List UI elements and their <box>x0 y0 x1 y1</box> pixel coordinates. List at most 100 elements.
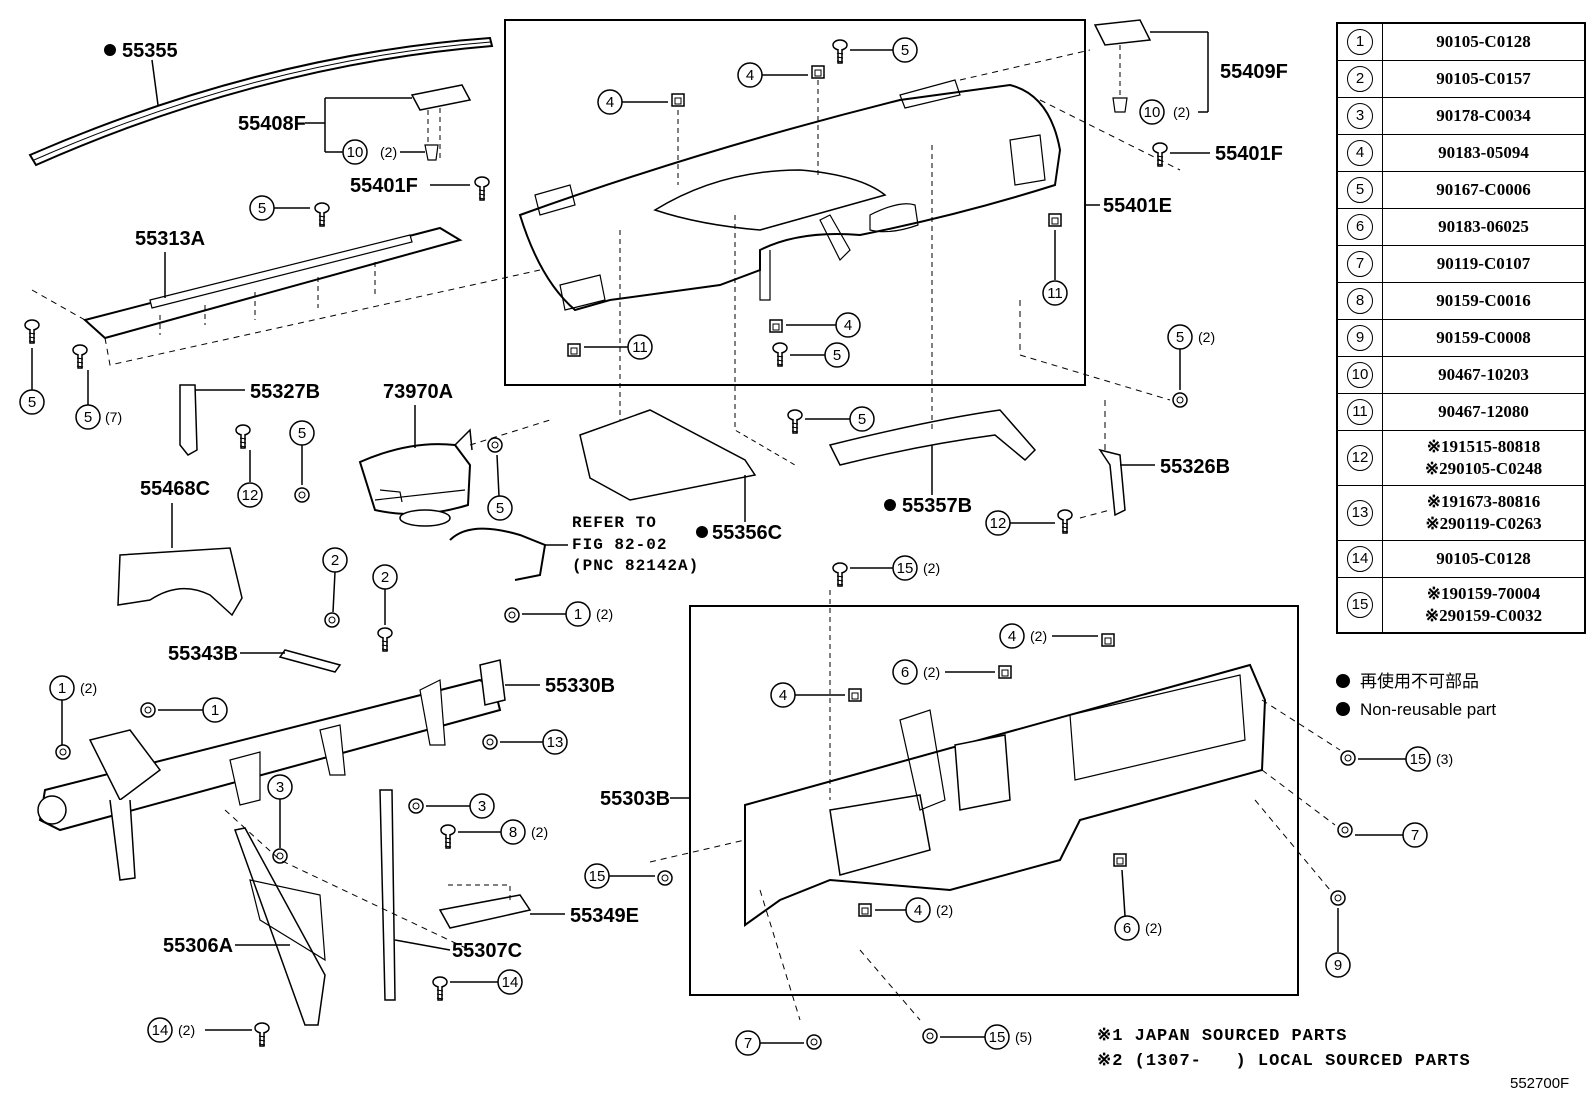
svg-text:15: 15 <box>897 560 914 577</box>
svg-text:14: 14 <box>502 974 519 991</box>
part-number-cell: ※191515-80818 ※290105-C0248 <box>1382 430 1586 486</box>
label-55401F-right: 55401F <box>1215 143 1283 165</box>
parts-row: 8 90159-C0016 <box>1336 282 1586 320</box>
svg-text:5: 5 <box>28 394 36 411</box>
part-number-cell: ※190159-70004※290159-C0032 <box>1382 577 1586 634</box>
svg-text:REFER TO: REFER TO <box>572 514 657 532</box>
label-55303B: 55303B <box>600 788 670 810</box>
svg-text:(2): (2) <box>596 606 613 622</box>
figure-code: 552700F <box>1510 1075 1570 1092</box>
svg-text:13: 13 <box>547 734 564 751</box>
svg-text:5: 5 <box>496 500 504 517</box>
part-number-cell: 90467-10203 <box>1382 356 1586 394</box>
svg-text:3: 3 <box>478 798 486 815</box>
parts-row: 3 90178-C0034 <box>1336 97 1586 135</box>
svg-text:5: 5 <box>258 200 266 217</box>
label-55357B: 55357B <box>902 495 972 517</box>
label-55327B: 55327B <box>250 381 320 403</box>
part-55327B <box>179 384 198 456</box>
part-number-cell: 90105-C0157 <box>1382 60 1586 98</box>
svg-text:15: 15 <box>989 1029 1006 1046</box>
svg-text:(2): (2) <box>1030 628 1047 644</box>
part-55468C <box>117 547 243 617</box>
svg-text:(5): (5) <box>1015 1029 1032 1045</box>
part-55313A <box>82 226 463 340</box>
legend-jp: 再使用不可部品 <box>1336 668 1496 696</box>
svg-text:(7): (7) <box>105 409 122 425</box>
legend: 再使用不可部品 Non-reusable part <box>1336 668 1496 724</box>
ref-number: 13 <box>1347 500 1373 526</box>
label-55330B: 55330B <box>545 675 615 697</box>
ref-cell: 6 <box>1336 208 1383 246</box>
svg-text:(2): (2) <box>531 824 548 840</box>
parts-row: 10 90467-10203 <box>1336 356 1586 394</box>
svg-text:5: 5 <box>298 425 306 442</box>
part-55409F <box>1093 19 1152 113</box>
part-number: 90119-C0107 <box>1436 254 1531 273</box>
svg-text:5: 5 <box>901 42 909 59</box>
label-55326B: 55326B <box>1160 456 1230 478</box>
label-55401E: 55401E <box>1103 195 1172 217</box>
svg-text:4: 4 <box>606 94 614 111</box>
part-number-cell: 90119-C0107 <box>1382 245 1586 283</box>
ref-cell: 10 <box>1336 356 1383 394</box>
svg-text:(2): (2) <box>1173 104 1190 120</box>
svg-text:(PNC 82142A): (PNC 82142A) <box>572 557 699 575</box>
part-55306A <box>234 827 326 1026</box>
parts-row: 13※191673-80816※290119-C0263 <box>1336 485 1586 541</box>
lower-reinforcement-frame <box>689 605 1299 996</box>
svg-text:(2): (2) <box>178 1022 195 1038</box>
ref-cell: 3 <box>1336 97 1383 135</box>
part-number: ※191515-80818 <box>1426 437 1541 456</box>
svg-text:1: 1 <box>58 680 66 697</box>
note-japan: ※1 JAPAN SOURCED PARTS <box>1097 1027 1348 1046</box>
ref-number: 3 <box>1347 103 1373 129</box>
svg-text:4: 4 <box>779 687 787 704</box>
svg-text:12: 12 <box>990 515 1007 532</box>
part-55357B <box>828 409 1037 466</box>
part-number: 90159-C0008 <box>1436 328 1531 347</box>
parts-row: 15※190159-70004※290159-C0032 <box>1336 577 1586 634</box>
parts-row: 6 90183-06025 <box>1336 208 1586 246</box>
part-number: ※290105-C0248 <box>1424 459 1543 478</box>
part-number-cell: 90159-C0016 <box>1382 282 1586 320</box>
svg-text:6: 6 <box>901 664 909 681</box>
label-55343B: 55343B <box>168 643 238 665</box>
filled-dot-icon <box>1336 702 1350 716</box>
svg-text:15: 15 <box>589 868 606 885</box>
part-55408F <box>410 84 472 161</box>
part-number-cell: 90178-C0034 <box>1382 97 1586 135</box>
part-number: 90159-C0016 <box>1436 291 1531 310</box>
parts-row: 14 90105-C0128 <box>1336 540 1586 578</box>
legend-en: Non-reusable part <box>1336 696 1496 724</box>
part-number: 90105-C0128 <box>1436 549 1531 568</box>
ref-cell: 2 <box>1336 60 1383 98</box>
part-number: 90183-06025 <box>1438 217 1529 236</box>
label-55409F: 55409F <box>1220 61 1288 83</box>
svg-text:14: 14 <box>152 1022 169 1039</box>
part-55326B <box>1098 448 1126 517</box>
svg-text:FIG 82-02: FIG 82-02 <box>572 536 667 554</box>
label-55401F-left: 55401F <box>350 175 418 197</box>
part-number-cell: 90105-C0128 <box>1382 22 1586 61</box>
ref-cell: 13 <box>1336 485 1383 541</box>
part-55343B <box>278 649 342 673</box>
ref-cell: 5 <box>1336 171 1383 209</box>
part-number: ※290119-C0263 <box>1425 514 1542 533</box>
part-number: 90467-10203 <box>1438 365 1529 384</box>
part-55349E <box>438 894 532 929</box>
svg-text:11: 11 <box>632 339 648 356</box>
label-55307C: 55307C <box>452 940 522 962</box>
ref-number: 8 <box>1347 288 1373 314</box>
ref-number: 14 <box>1347 546 1373 572</box>
part-55307C <box>379 789 396 1001</box>
ref-cell: 11 <box>1336 393 1383 431</box>
svg-text:9: 9 <box>1334 957 1342 974</box>
ref-cell: 12 <box>1336 430 1383 486</box>
